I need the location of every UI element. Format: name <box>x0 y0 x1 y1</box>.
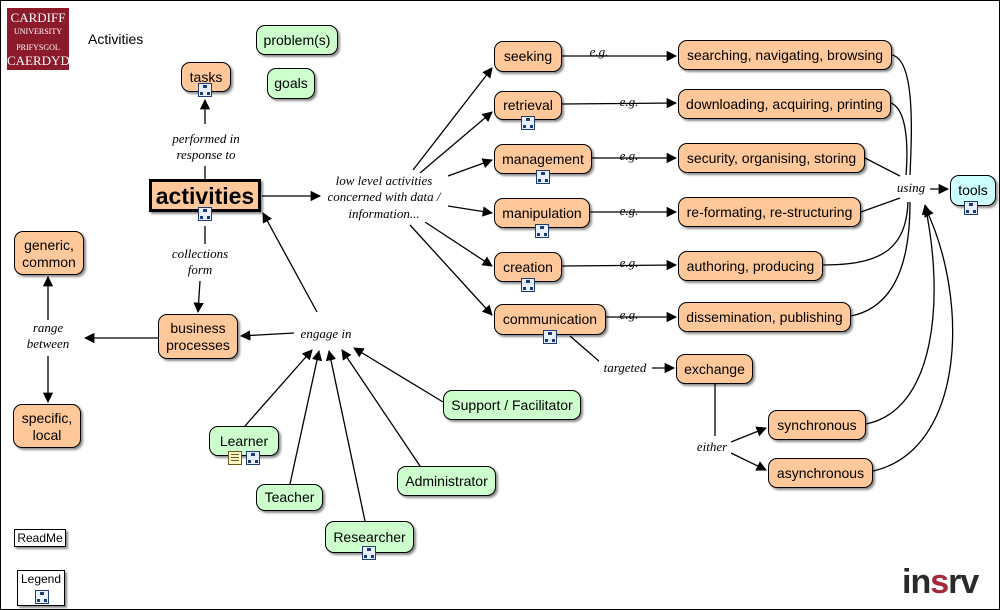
node-business-processes[interactable]: business processes <box>158 314 238 359</box>
node-goals[interactable]: goals <box>267 68 315 99</box>
map-title: Activities <box>88 31 144 47</box>
insrv-suffix: rv <box>948 563 979 601</box>
label-using: using <box>894 180 928 197</box>
legend-button[interactable]: Legend <box>17 570 65 606</box>
label-low-level-activities: low level activities concerned with data… <box>322 173 446 222</box>
logo-line-2: UNIVERSITY <box>14 27 62 36</box>
label-either: either <box>693 439 731 456</box>
node-tools[interactable]: tools <box>950 175 996 206</box>
node-retrieval[interactable]: retrieval <box>494 91 562 120</box>
node-generic-common[interactable]: generic, common <box>14 231 84 275</box>
university-logo: CARDIFF UNIVERSITY PRIFYSGOL CAERDYDD <box>7 8 80 70</box>
node-security[interactable]: security, organising, storing <box>678 143 865 173</box>
label-performed-in-response-to: performed in response to <box>158 131 254 164</box>
node-dissemination[interactable]: dissemination, publishing <box>678 302 851 332</box>
learner-document-icon[interactable] <box>228 451 242 465</box>
node-management[interactable]: management <box>494 144 592 174</box>
node-manipulation[interactable]: manipulation <box>494 198 590 228</box>
node-downloading[interactable]: downloading, acquiring, printing <box>678 89 891 119</box>
label-eg-seeking: e.g. <box>589 44 609 59</box>
label-eg-creation: e.g. <box>619 255 639 270</box>
node-support-facilitator[interactable]: Support / Facilitator <box>443 390 581 420</box>
legend-submap-icon[interactable] <box>35 590 49 604</box>
tools-submap-icon[interactable] <box>964 201 978 215</box>
node-teacher[interactable]: Teacher <box>256 484 323 511</box>
communication-submap-icon[interactable] <box>543 330 557 344</box>
insrv-prefix: in <box>902 563 931 601</box>
node-seeking[interactable]: seeking <box>494 41 562 72</box>
logo-line-4: CAERDYDD <box>7 53 80 68</box>
node-authoring[interactable]: authoring, producing <box>678 251 823 281</box>
retrieval-submap-icon[interactable] <box>521 116 535 130</box>
label-collections-form: collections form <box>160 246 240 279</box>
node-administrator[interactable]: Administrator <box>397 466 496 496</box>
node-searching[interactable]: searching, navigating, browsing <box>678 40 892 70</box>
tasks-submap-icon[interactable] <box>198 83 212 97</box>
node-problems[interactable]: problem(s) <box>256 25 338 55</box>
activities-submap-icon[interactable] <box>198 207 212 221</box>
management-submap-icon[interactable] <box>536 170 550 184</box>
node-exchange[interactable]: exchange <box>676 354 753 384</box>
node-learner[interactable]: Learner <box>209 426 279 456</box>
node-tasks[interactable]: tasks <box>181 62 231 92</box>
creation-submap-icon[interactable] <box>521 278 535 292</box>
manipulation-submap-icon[interactable] <box>535 224 549 238</box>
insrv-logo: insrv <box>902 563 979 602</box>
label-range-between: range between <box>20 320 76 353</box>
node-reformatting[interactable]: re-formating, re-structuring <box>678 197 861 227</box>
node-synchronous[interactable]: synchronous <box>768 410 866 440</box>
label-eg-manipulation: e.g. <box>619 203 639 218</box>
logo-line-3: PRIFYSGOL <box>16 43 60 52</box>
readme-button[interactable]: ReadMe <box>14 529 66 547</box>
learner-submap-icon[interactable] <box>246 451 260 465</box>
researcher-submap-icon[interactable] <box>362 546 376 560</box>
label-eg-retrieval: e.g. <box>619 94 639 109</box>
insrv-highlight: s <box>930 563 949 601</box>
label-targeted: targeted <box>599 360 651 377</box>
node-creation[interactable]: creation <box>494 252 562 282</box>
logo-line-1: CARDIFF <box>10 10 66 25</box>
node-specific-local[interactable]: specific, local <box>13 404 81 448</box>
node-asynchronous[interactable]: asynchronous <box>768 458 873 488</box>
label-eg-communication: e.g. <box>619 307 639 322</box>
legend-label: Legend <box>20 572 62 586</box>
label-engage-in: engage in <box>294 326 358 343</box>
label-eg-management: e.g. <box>619 148 639 163</box>
